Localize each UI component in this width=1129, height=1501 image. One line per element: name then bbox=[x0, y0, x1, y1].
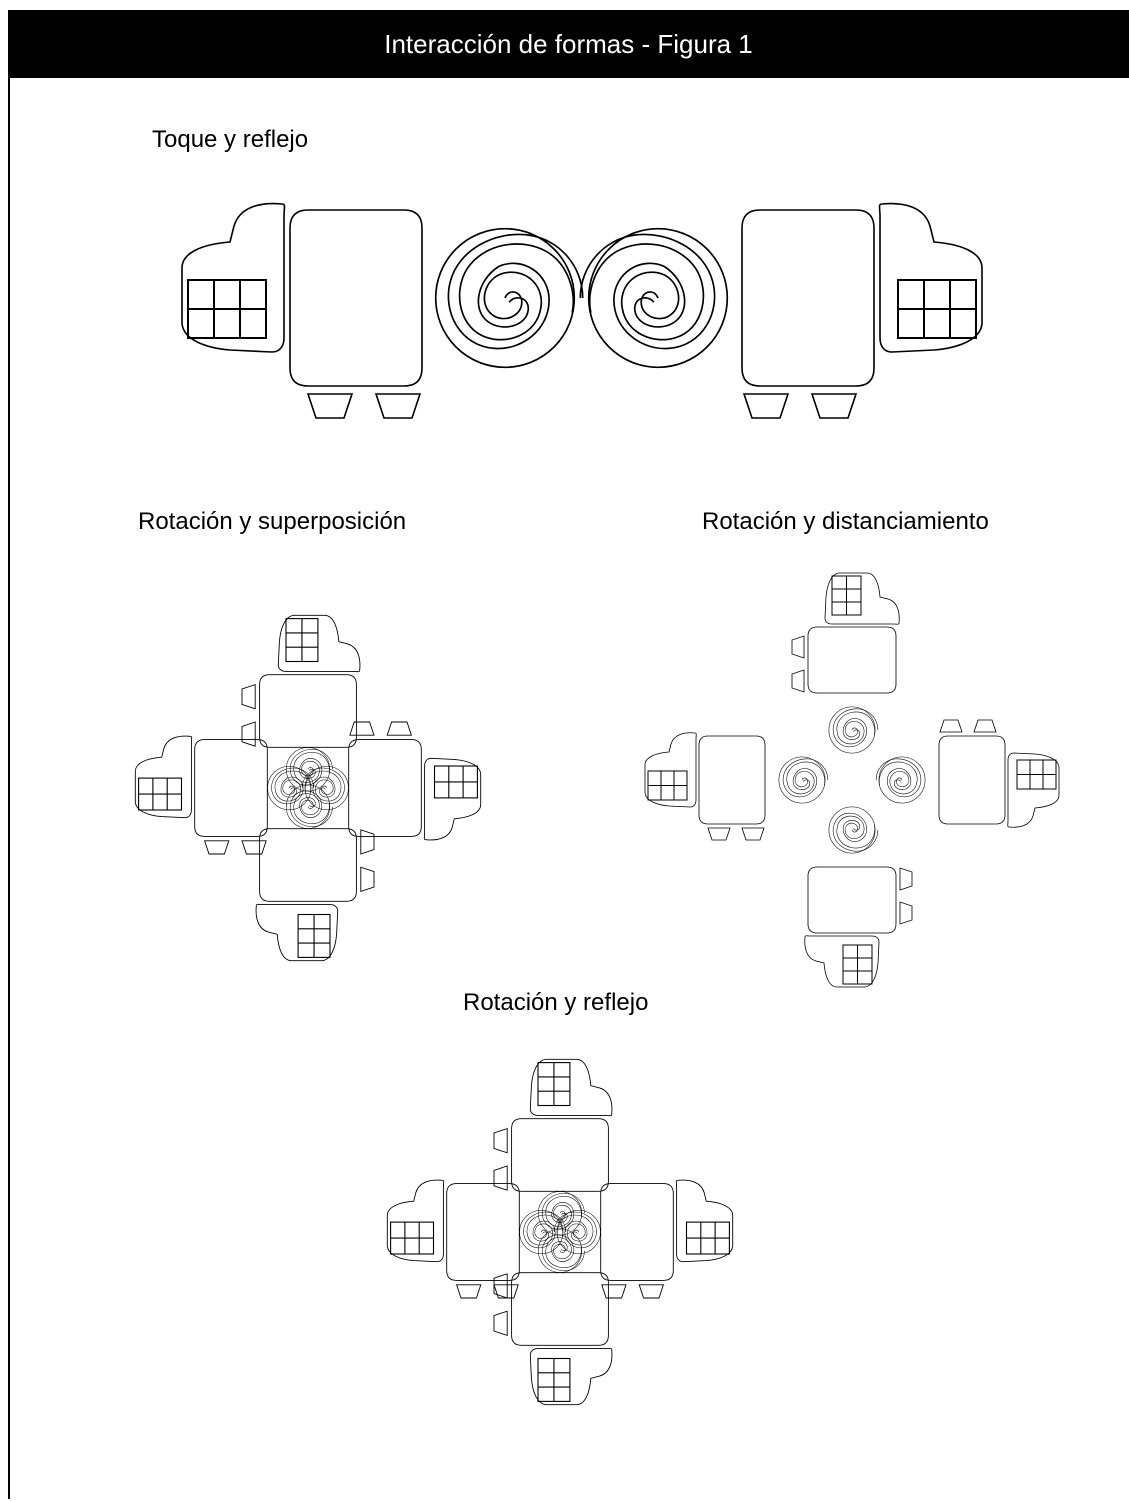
touch-reflection-figure bbox=[182, 204, 982, 418]
rotation-reflection-figure bbox=[387, 1059, 732, 1404]
rotation-distancing-figure bbox=[645, 573, 1059, 987]
rotation-overlap-figure bbox=[135, 615, 480, 960]
